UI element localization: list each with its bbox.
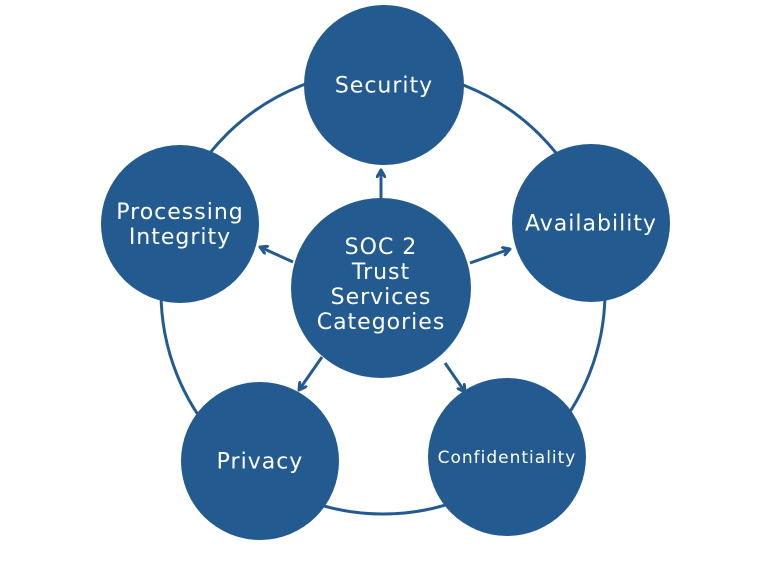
node-availability: Availability [512, 144, 670, 302]
label-line: Categories [317, 310, 446, 335]
node-circle-confidentiality [428, 378, 586, 536]
node-label-privacy: Privacy [217, 450, 304, 475]
label-line: Security [335, 74, 433, 99]
node-security: Security [304, 5, 464, 165]
arrow-to-privacy [299, 356, 324, 390]
node-circle-security [304, 5, 464, 165]
label-line: Trust [351, 260, 410, 285]
label-line: Confidentiality [438, 448, 577, 468]
label-line: Processing [116, 200, 243, 225]
arrow-to-processing-integrity [260, 247, 294, 264]
node-privacy: Privacy [181, 382, 339, 540]
node-label-availability: Availability [525, 212, 657, 237]
node-label-security: Security [335, 74, 433, 99]
node-circle-processing-integrity [101, 145, 259, 303]
node-circle-availability [512, 144, 670, 302]
node-circle-privacy [181, 382, 339, 540]
label-line: Privacy [217, 450, 304, 475]
connector-arrows [260, 170, 510, 392]
label-line: SOC 2 [345, 235, 418, 260]
label-line: Integrity [129, 225, 231, 250]
arrow-to-confidentiality [443, 362, 465, 392]
label-line: Availability [525, 212, 657, 237]
node-label-confidentiality: Confidentiality [438, 448, 577, 468]
center-circle [291, 198, 471, 378]
arrow-to-availability [469, 249, 510, 265]
node-confidentiality: Confidentiality [428, 378, 586, 536]
label-line: Services [331, 285, 432, 310]
